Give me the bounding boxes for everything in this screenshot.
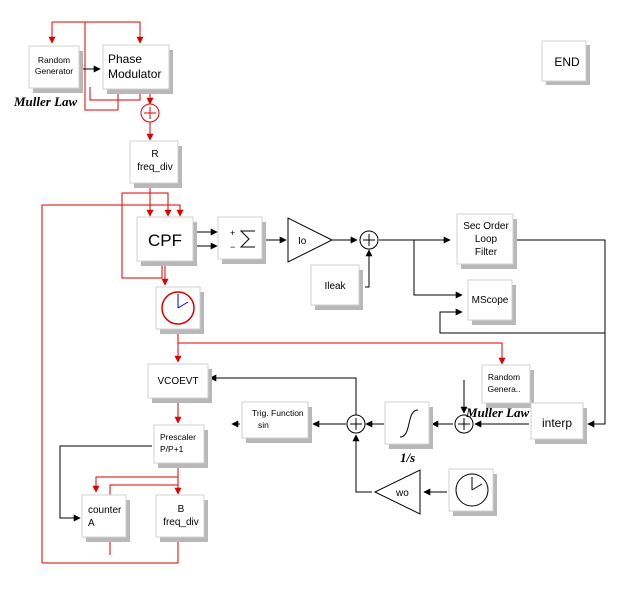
random-generator-block[interactable]: Random Generator — [28, 45, 83, 93]
cpf-label: CPF — [148, 231, 182, 250]
gain-wo-label: wo — [395, 488, 409, 499]
prescaler-block[interactable]: Prescaler P/P+1 — [153, 424, 208, 468]
integral-icon — [399, 409, 419, 438]
link-top-event-phase[interactable] — [52, 21, 144, 44]
gain-triangle-icon — [373, 469, 421, 515]
link-cpf-in2[interactable] — [150, 192, 172, 217]
random-generator-line2: Generator — [35, 66, 73, 76]
clock-block[interactable] — [155, 286, 204, 334]
random-generator-mid-line2: Genera.. — [487, 384, 520, 394]
phase-modulator-line2: Modulator — [108, 67, 161, 81]
sum-plus-sign: + — [230, 228, 235, 238]
plus-icon — [363, 234, 375, 246]
plus-icon — [144, 107, 156, 119]
plus-icon — [458, 418, 470, 430]
integrator-label: 1/s — [400, 450, 415, 465]
b-freq-div-block[interactable]: B freq_div — [155, 494, 208, 542]
sum-block[interactable]: + − — [217, 216, 266, 264]
adder-trig-node[interactable] — [346, 414, 366, 434]
muller-law-label-top: Muller Law — [13, 94, 78, 109]
gain-wo-block[interactable]: wo — [373, 469, 421, 515]
ileak-label: Ileak — [324, 281, 346, 292]
sigma-icon — [239, 230, 255, 248]
gain-io-block[interactable]: Io — [287, 217, 334, 263]
mscope-block[interactable]: MScope — [467, 279, 516, 325]
gain-triangle-icon — [287, 217, 334, 263]
muller-law-label-mid: Muller Law — [465, 405, 530, 420]
phase-modulator-line1: Phase — [108, 52, 142, 66]
event-sum-node[interactable] — [140, 103, 160, 123]
link-wo-to-add3[interactable] — [352, 434, 372, 493]
prescaler-line1: Prescaler — [160, 432, 196, 442]
adder-loop-node[interactable] — [359, 230, 379, 250]
end-label: END — [554, 55, 580, 69]
link-filter-to-interp[interactable] — [516, 239, 606, 428]
interp-block[interactable]: interp — [530, 402, 587, 444]
link-add3-to-vco[interactable] — [209, 374, 357, 424]
gain-io-label: Io — [298, 236, 307, 247]
clock-hands-icon — [471, 477, 483, 491]
cpf-block[interactable]: CPF — [136, 216, 197, 266]
clock-hands-icon — [177, 294, 189, 309]
counter-a-block[interactable]: counter A — [81, 494, 130, 542]
link-add-to-mscope[interactable] — [413, 240, 463, 299]
end-block[interactable]: END — [541, 40, 590, 85]
vcoevt-label: VCOEVT — [157, 376, 198, 387]
random-generator-mid-line1: Random — [488, 372, 520, 382]
sec-order-line2: Loop — [475, 234, 498, 245]
vcoevt-block[interactable]: VCOEVT — [147, 363, 212, 403]
link-prescaler-to-counter-data[interactable] — [59, 445, 152, 522]
sec-order-filter-block[interactable]: Sec Order Loop Filter — [456, 213, 517, 269]
phase-modulator-block[interactable]: Phase Modulator — [102, 44, 173, 94]
link-cpf-feedback[interactable] — [121, 192, 163, 279]
r-freq-div-line1: R — [151, 149, 158, 160]
link-b-return[interactable] — [42, 540, 179, 564]
clock-lower-block[interactable] — [448, 468, 497, 516]
b-freq-div-line2: freq_div — [163, 517, 199, 528]
plus-icon — [350, 418, 362, 430]
b-freq-div-line1: B — [178, 504, 185, 515]
random-generator-mid-block[interactable]: Random Genera.. — [481, 364, 534, 408]
adder-interp-node[interactable] — [454, 414, 474, 434]
trig-function-line1: Trig. Function — [252, 408, 304, 418]
trig-function-line2: sin — [258, 420, 269, 430]
sum-minus-sign: − — [230, 242, 235, 252]
sec-order-line1: Sec Order — [463, 221, 509, 232]
r-freq-div-line2: freq_div — [137, 162, 173, 173]
counter-a-line1: counter — [88, 505, 122, 516]
trig-function-block[interactable]: Trig. Function sin — [241, 401, 312, 443]
link-bdiv-to-cpf[interactable] — [41, 204, 184, 563]
link-ileak-to-add[interactable] — [365, 249, 373, 288]
mscope-label: MScope — [472, 295, 509, 306]
link-filter-to-mscope[interactable] — [439, 308, 605, 334]
interp-label: interp — [542, 416, 572, 430]
link-prescaler-to-counter[interactable] — [92, 476, 178, 493]
ileak-block[interactable]: Ileak — [310, 264, 363, 310]
integrator-block[interactable] — [384, 401, 433, 449]
prescaler-line2: P/P+1 — [160, 444, 184, 454]
sec-order-line3: Filter — [475, 247, 498, 258]
links — [41, 21, 606, 564]
link-muller-loop-a[interactable] — [84, 22, 122, 111]
r-freq-div-block[interactable]: R freq_div — [129, 140, 182, 188]
link-clock-to-random[interactable] — [178, 342, 506, 365]
random-generator-line1: Random — [38, 55, 70, 65]
counter-a-line2: A — [88, 518, 95, 529]
